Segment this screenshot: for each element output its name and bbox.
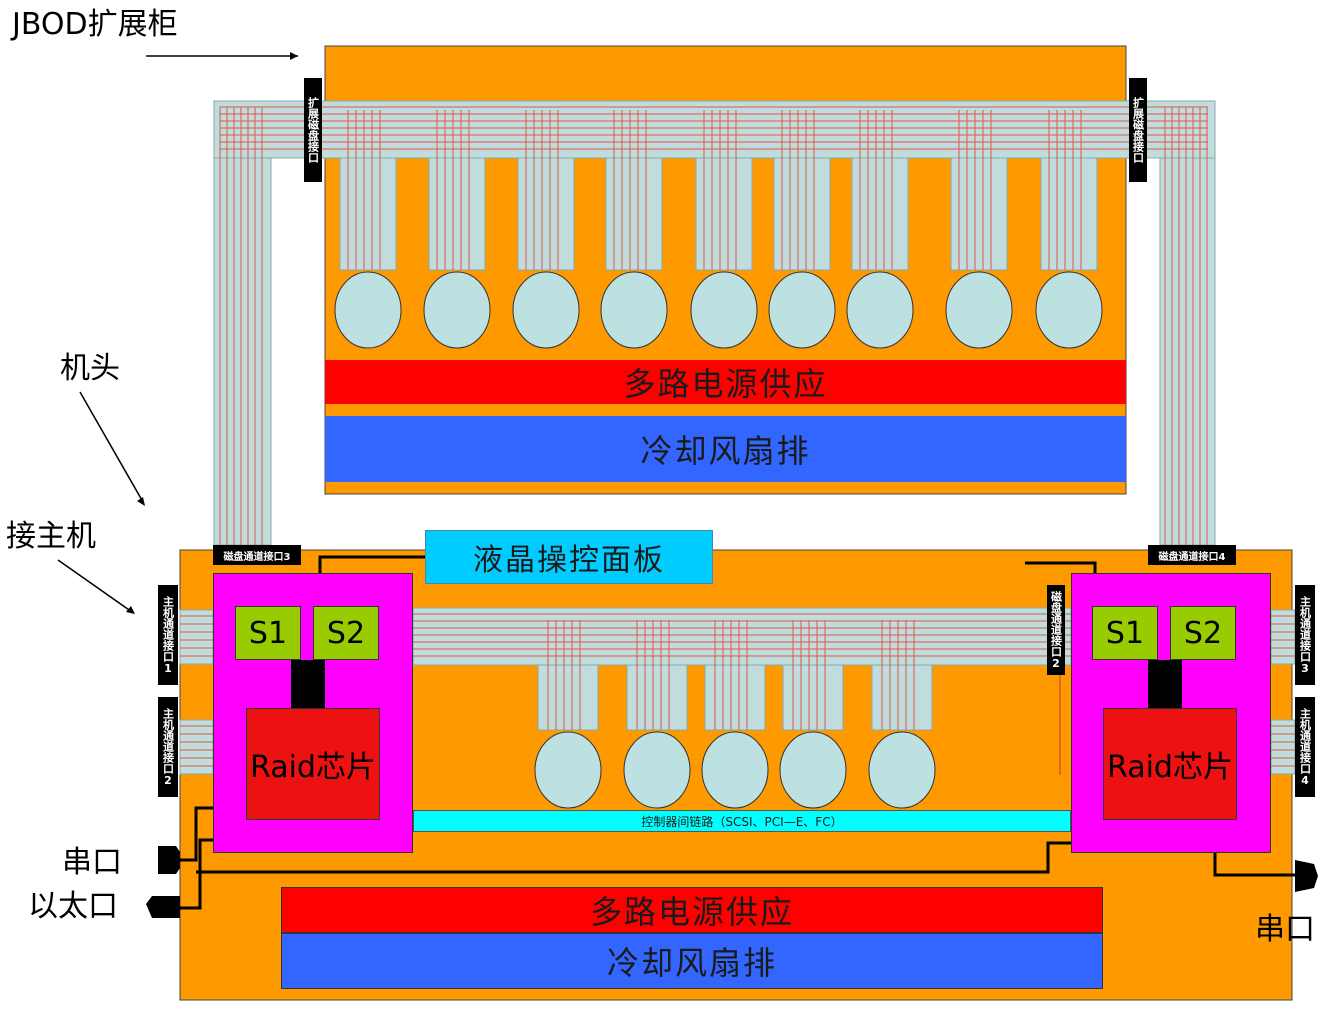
- controller-b-bus: [1148, 660, 1182, 708]
- jbod-arrow-head: [290, 52, 298, 60]
- lcd-wire-a: [318, 555, 425, 573]
- head-power-bar: 多路电源供应: [281, 887, 1103, 933]
- head-disk-feeder: [704, 664, 766, 731]
- ethernet-wire: [180, 838, 213, 910]
- jbod-disk: [846, 271, 914, 349]
- head-disk-feeder: [537, 664, 599, 731]
- jbod-disk-feeder: [773, 157, 831, 271]
- ethernet-connector: [146, 896, 180, 918]
- head-callout: 机头: [60, 351, 120, 386]
- controller-mgmt-wire: [196, 841, 1071, 874]
- jbod-disk: [334, 271, 402, 349]
- lcd-wire-b: [1025, 561, 1097, 573]
- disk-port-2: 磁盘通道接口2: [1047, 585, 1065, 675]
- head-disk-feeder: [626, 664, 688, 731]
- disk-port-3: 磁盘通道接口3: [213, 545, 301, 565]
- head-disk: [534, 731, 602, 809]
- jbod-fan-label: 冷却风扇排: [640, 432, 811, 470]
- jbod-disk-feeder: [517, 157, 575, 271]
- host-cable-1: [179, 609, 214, 665]
- host-port-4: 主机通道接口4: [1295, 697, 1315, 797]
- jbod-power-label: 多路电源供应: [623, 365, 828, 403]
- serial-wire-right: [1213, 853, 1300, 877]
- ethernet-callout: 以太口: [28, 889, 118, 924]
- controller-a-bus: [291, 660, 325, 708]
- head-disk: [623, 731, 691, 809]
- controller-b-s1-label: S1: [1105, 615, 1145, 651]
- serial-right-callout: 串口: [1255, 912, 1315, 947]
- controller-b-raid-label: Raid芯片: [1107, 750, 1233, 785]
- jbod-disk: [423, 271, 491, 349]
- jbod-disk-feeder: [605, 157, 663, 271]
- head-power-label: 多路电源供应: [589, 893, 794, 931]
- host-arrow: [57, 559, 133, 613]
- head-fan-bar: 冷却风扇排: [281, 933, 1103, 989]
- jbod-disk: [512, 271, 580, 349]
- jbod-power-bar: 多路电源供应: [325, 360, 1126, 404]
- controller-link: 控制器间链路（SCSI、PCI—E、FC）: [413, 810, 1071, 832]
- jbod-port-right: 扩展磁盘接口: [1129, 78, 1147, 182]
- jbod-disk-feeder: [1040, 157, 1098, 271]
- controller-b-switch-1: S1: [1092, 606, 1158, 660]
- jbod-disk: [768, 271, 836, 349]
- disk-port-4: 磁盘通道接口4: [1148, 545, 1236, 565]
- controller-a-raid-label: Raid芯片: [250, 750, 376, 785]
- controller-a-switch-2: S2: [313, 606, 379, 660]
- head-disk-feeder: [782, 664, 844, 731]
- host-cable-2: [179, 719, 214, 775]
- controller-a-s2-label: S2: [326, 615, 366, 651]
- host-port-1: 主机通道接口1: [158, 585, 178, 685]
- jbod-fan-bar: 冷却风扇排: [325, 416, 1126, 482]
- jbod-callout: JBOD扩展柜: [12, 7, 178, 42]
- serial-connector-left: [158, 846, 180, 874]
- jbod-disk: [600, 271, 668, 349]
- controller-b-switch-2: S2: [1170, 606, 1236, 660]
- jbod-disk: [1035, 271, 1103, 349]
- controller-link-label: 控制器间链路（SCSI、PCI—E、FC）: [641, 814, 843, 829]
- jbod-cable-right-vertical: [1159, 100, 1216, 546]
- host-port-2: 主机通道接口2: [158, 697, 178, 797]
- serial-connector-right: [1295, 860, 1318, 892]
- head-disk-feeder: [871, 664, 933, 731]
- head-disk: [868, 731, 936, 809]
- head-disk: [701, 731, 769, 809]
- host-port-3: 主机通道接口3: [1295, 585, 1315, 685]
- host-arrow-head: [126, 606, 135, 614]
- head-fan-label: 冷却风扇排: [606, 944, 777, 982]
- head-disk: [779, 731, 847, 809]
- jbod-disk-feeder: [695, 157, 753, 271]
- jbod-disk: [690, 271, 758, 349]
- serial-left-callout: 串口: [62, 845, 122, 880]
- controller-b-raid-chip: Raid芯片: [1103, 708, 1237, 820]
- head-arrow-head: [137, 497, 145, 506]
- lcd-panel: 液晶操控面板: [425, 530, 713, 584]
- jbod-disk-feeder: [339, 157, 397, 271]
- jbod-disk-feeder: [428, 157, 486, 271]
- host-cable-4: [1270, 719, 1296, 775]
- jbod-port-left: 扩展磁盘接口: [304, 78, 322, 182]
- controller-a-s1-label: S1: [248, 615, 288, 651]
- serial-wire-left: [180, 806, 213, 862]
- host-cable-3: [1270, 609, 1296, 665]
- controller-b-s2-label: S2: [1183, 615, 1223, 651]
- head-arrow: [79, 391, 144, 503]
- lcd-panel-label: 液晶操控面板: [473, 543, 665, 578]
- host-callout: 接主机: [6, 519, 96, 554]
- jbod-disk-feeder: [851, 157, 909, 271]
- controller-a-switch-1: S1: [235, 606, 301, 660]
- jbod-disk: [945, 271, 1013, 349]
- controller-a-raid-chip: Raid芯片: [246, 708, 380, 820]
- jbod-disk-feeder: [950, 157, 1008, 271]
